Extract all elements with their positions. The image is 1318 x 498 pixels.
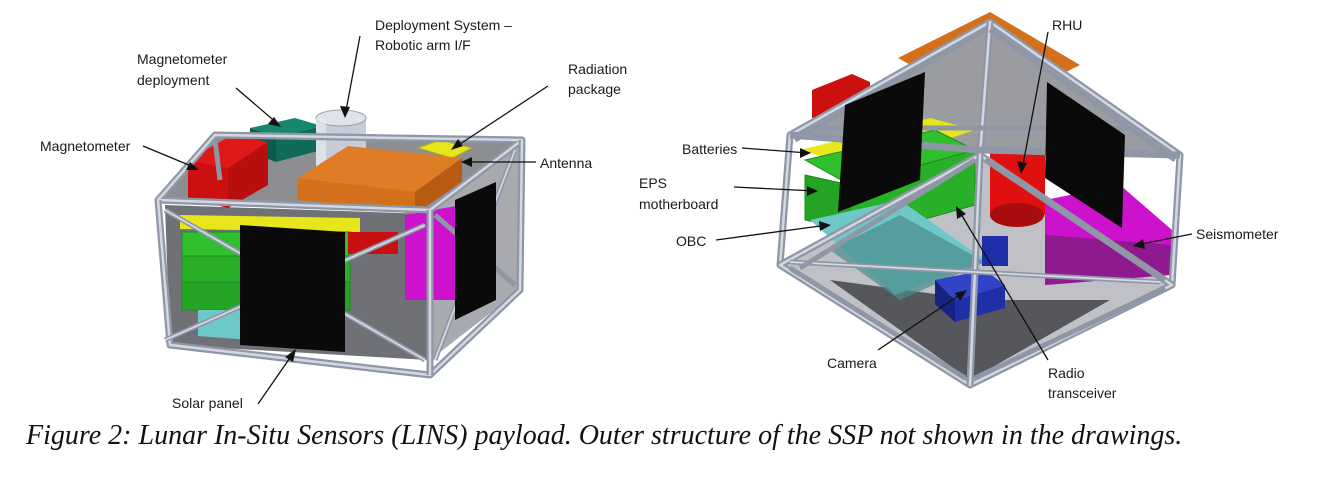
right-radio-transceiver (935, 236, 1008, 322)
figure-caption: Figure 2: Lunar In-Situ Sensors (LINS) p… (26, 420, 1183, 451)
label-magnetometer-deployment-1: Magnetometer (137, 51, 228, 67)
label-eps-motherboard-1: EPS (639, 175, 667, 191)
label-magnetometer: Magnetometer (40, 138, 131, 154)
label-seismometer: Seismometer (1196, 226, 1279, 242)
left-solar-panel-front (240, 225, 345, 352)
radiation-package-box (416, 139, 474, 159)
right-solar-panel-right (1045, 82, 1125, 228)
label-radio-transceiver-1: Radio (1048, 365, 1085, 381)
label-camera: Camera (827, 355, 877, 371)
left-radiation-layer (180, 215, 360, 232)
rhu-cylinder (990, 150, 1045, 227)
label-rhu: RHU (1052, 17, 1082, 33)
right-frame (776, 18, 1184, 389)
label-antenna: Antenna (540, 155, 592, 171)
label-solar-panel: Solar panel (172, 395, 243, 411)
label-eps-motherboard-2: motherboard (639, 196, 718, 212)
label-radio-transceiver-2: transceiver (1048, 385, 1117, 401)
label-radiation-package-2: package (568, 81, 621, 97)
right-payload-view (776, 12, 1184, 389)
label-deployment-system-1: Deployment System – (375, 17, 512, 33)
left-payload-view (154, 109, 526, 379)
label-obc: OBC (676, 233, 706, 249)
left-labels: Deployment System – Robotic arm I/F Magn… (40, 17, 627, 411)
payload-drawings: Deployment System – Robotic arm I/F Magn… (40, 12, 1279, 411)
label-batteries: Batteries (682, 141, 737, 157)
left-leader-lines (142, 35, 549, 405)
label-magnetometer-deployment-2: deployment (137, 72, 209, 88)
label-deployment-system-2: Robotic arm I/F (375, 37, 471, 53)
label-radiation-package-1: Radiation (568, 61, 627, 77)
left-solar-panel-side (455, 182, 496, 320)
right-labels: RHU Batteries EPS motherboard OBC Seismo… (639, 17, 1279, 401)
right-solar-panel-left (838, 72, 925, 212)
left-red-unit (348, 232, 398, 254)
right-leader-lines (715, 31, 1193, 361)
